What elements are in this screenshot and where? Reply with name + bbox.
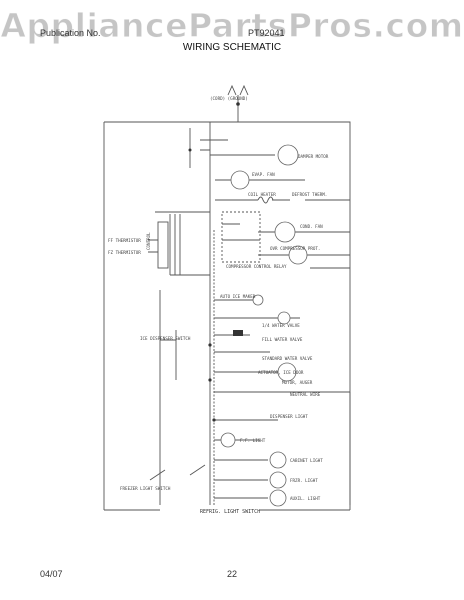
label-coil-heater: COIL HEATER: [248, 192, 276, 197]
label-ff-light: F.F. LIGHT: [240, 438, 266, 443]
fz-light-icon: [269, 471, 287, 489]
label-ovr-compressor: OVR COMPRESSOR PROT.: [270, 246, 320, 251]
label-damper-motor: DAMPER MOTOR: [298, 154, 329, 159]
label-ice-valve: 1/4 WATER VALVE: [262, 323, 300, 328]
ff-light-icon: [220, 432, 236, 448]
label-evap-fan: EVAP. FAN: [252, 172, 275, 177]
label-bottom-switch: REFRIG. LIGHT SWITCH: [200, 509, 260, 515]
rr-light-icon: [269, 451, 287, 469]
model-number: PT92041: [248, 28, 285, 38]
cond-fan-icon: [274, 221, 296, 243]
label-aux-light: AUXIL. LIGHT: [290, 496, 321, 501]
footer-page-number: 22: [227, 569, 238, 579]
label-freezer-light-switch: FREEZER LIGHT SWITCH: [120, 486, 171, 491]
label-compressor-relay: COMPRESSOR CONTROL RELAY: [226, 264, 287, 269]
label-water-valve: FILL WATER VALVE: [262, 337, 303, 342]
evap-fan-icon: [230, 170, 250, 190]
water-valve-solenoid-icon: [233, 330, 243, 336]
label-rr-light: CABINET LIGHT: [290, 458, 323, 463]
label-actuator: ACTUATOR, ICE DOOR: [258, 370, 304, 375]
damper-motor-icon: [277, 144, 299, 166]
watermark: AppliancePartsPros.com: [0, 6, 464, 46]
label-auto-ice-maker: AUTO ICE MAKER: [220, 294, 256, 299]
label-fz-light: FRZR. LIGHT: [290, 478, 318, 483]
page-title: WIRING SCHEMATIC: [182, 42, 282, 53]
label-diverter-switch: DISPENSER LIGHT: [270, 414, 308, 419]
footer-date: 04/07: [40, 569, 63, 579]
label-fz-thermistor: FZ THERMISTOR: [108, 250, 141, 255]
label-control: CONTROL: [146, 232, 151, 250]
ice-valve-icon: [277, 311, 291, 325]
label-defrost-therm: DEFROST THERM.: [292, 192, 327, 197]
label-service-cord: (CORD) (GROUND): [210, 96, 248, 101]
aux-light-icon: [269, 489, 287, 507]
label-standard-water-valve: STANDARD WATER VALVE: [262, 356, 313, 361]
publication-number: Publication No.: [40, 28, 101, 38]
label-neutral-wire: NEUTRAL WIRE: [290, 392, 321, 397]
label-motor-auger: MOTOR, AUGER: [282, 380, 313, 385]
label-dispenser-switch: ICE DISPENSER SWITCH: [140, 336, 191, 341]
label-ff-thermistor: FF THERMISTOR: [108, 238, 141, 243]
auger-motor-icon: [277, 362, 297, 382]
label-cond-fan: COND. FAN: [300, 224, 323, 229]
compressor-icon: [288, 245, 308, 265]
